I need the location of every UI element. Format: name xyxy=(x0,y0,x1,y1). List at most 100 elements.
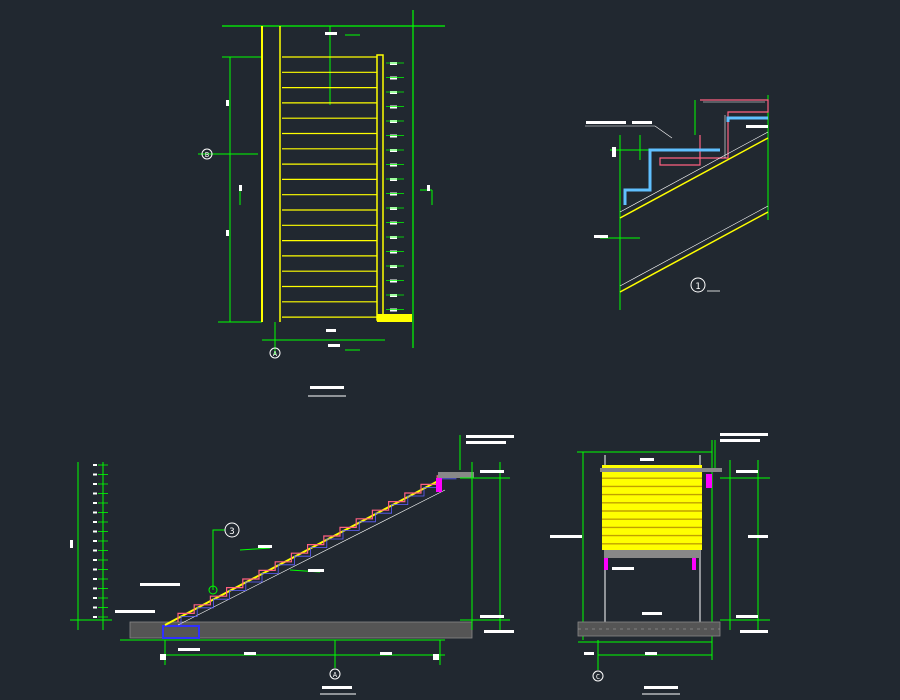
elevation-scale-tick-mark xyxy=(93,540,97,542)
section-dim-mark xyxy=(645,652,657,655)
section-dim-mark xyxy=(584,652,594,655)
section-note-mark xyxy=(720,439,760,442)
elevation-dim-mark xyxy=(70,540,73,548)
axis-label-b-plan: B xyxy=(205,151,209,159)
plan-dim-text-mark xyxy=(427,185,430,191)
elevation-note-mark xyxy=(466,435,514,438)
section-note-mark xyxy=(720,433,768,436)
elevation-scale-ticks xyxy=(93,464,108,618)
elevation-scale-tick-mark xyxy=(93,587,97,590)
elevation-scale-tick-mark xyxy=(93,473,97,476)
plan-balusters xyxy=(386,62,404,312)
elevation-note-mark xyxy=(484,630,514,633)
elevation-scale-tick-mark xyxy=(93,464,97,466)
elevation-note-mark xyxy=(308,569,324,572)
elevation-step-profile xyxy=(177,475,454,622)
elevation-scale-tick-mark xyxy=(93,616,97,618)
elevation-scale-tick-mark xyxy=(93,606,97,609)
plan-baluster-mark xyxy=(390,149,397,152)
elevation-step-profile-inner xyxy=(180,478,457,625)
detail-1-note-mark xyxy=(612,147,616,157)
axis-bubble-c-section: C xyxy=(592,670,604,682)
detail-1-note-mark xyxy=(746,125,768,128)
elevation-scale-tick-mark xyxy=(93,559,97,561)
section-note-mark xyxy=(642,612,662,615)
elevation-scale-tick-mark xyxy=(93,483,97,485)
section-top-support xyxy=(706,474,712,488)
section-note-mark xyxy=(612,567,634,570)
section-note-mark xyxy=(550,535,582,538)
elevation-title-mark xyxy=(322,686,352,689)
section-note-mark xyxy=(736,615,758,618)
plan-baluster-mark xyxy=(390,91,397,94)
elevation-note-mark xyxy=(480,615,504,618)
elevation-dim-mark xyxy=(244,652,256,655)
plan-baluster-mark xyxy=(390,178,397,181)
detail-1-note-mark xyxy=(632,121,652,124)
elevation-scale-tick-mark xyxy=(93,568,97,571)
elevation-scale-tick-mark xyxy=(93,530,97,533)
elevation-note-mark xyxy=(466,441,506,444)
detail-1-callout-label: 1 xyxy=(695,282,700,292)
axis-label-a-elevation: A xyxy=(333,671,338,679)
detail-1-callout-bubble: 1 xyxy=(690,277,720,293)
axis-bubble-a-elevation: A xyxy=(329,668,341,680)
section-lower-beam xyxy=(604,550,700,558)
elevation-scale-tick-mark xyxy=(93,502,97,504)
plan-baluster-mark xyxy=(390,294,397,297)
elevation-dim-mark xyxy=(433,654,439,660)
detail-3-callout-bubble: 3 xyxy=(224,522,240,538)
section-right-support xyxy=(692,558,696,570)
plan-baluster-mark xyxy=(390,76,397,80)
plan-baluster-mark xyxy=(390,120,397,123)
section-tread-gaps xyxy=(602,469,702,545)
plan-baluster-mark xyxy=(390,62,397,65)
elevation-scale-tick-mark xyxy=(93,521,97,523)
section-note-mark xyxy=(736,470,758,473)
elevation-scale-tick-mark xyxy=(93,549,97,552)
section-title-mark xyxy=(644,686,678,689)
elevation-scale-tick-mark xyxy=(93,578,97,580)
detail-3-callout-label: 3 xyxy=(229,527,234,537)
section-note-mark xyxy=(748,535,768,538)
elevation-scale-tick-mark xyxy=(93,511,97,514)
plan-baluster-mark xyxy=(390,134,397,138)
elevation-scale-tick-mark xyxy=(93,492,97,495)
elevation-dim-mark xyxy=(178,648,200,651)
axis-label-c-section: C xyxy=(596,673,600,681)
plan-baluster-mark xyxy=(390,250,397,254)
axis-bubble-a-plan: A xyxy=(269,347,281,359)
plan-baluster-mark xyxy=(390,265,397,268)
plan-dim-text-mark xyxy=(226,100,229,106)
plan-baluster-mark xyxy=(390,221,397,225)
detail-1-note-mark xyxy=(594,235,608,238)
axis-label-a-plan: A xyxy=(273,350,278,358)
plan-baluster-mark xyxy=(390,308,397,312)
axis-bubble-b-plan: B xyxy=(201,148,213,160)
elevation-note-mark xyxy=(115,610,155,613)
elevation-scale-tick-mark xyxy=(93,597,97,599)
elevation-note-mark xyxy=(140,583,180,586)
plan-dim-text-mark xyxy=(325,32,337,35)
stair-elevation-view: 3 A xyxy=(70,435,514,695)
section-note-mark xyxy=(740,630,768,633)
stair-plan-view: B A xyxy=(198,10,445,397)
plan-dim-text-mark xyxy=(239,185,242,191)
elevation-note-mark xyxy=(258,545,272,548)
section-top-beam xyxy=(600,468,722,472)
plan-dim-text-mark xyxy=(326,329,336,332)
plan-title-mark xyxy=(310,386,344,389)
top-landing xyxy=(438,472,474,478)
stair-section-view: C xyxy=(550,433,770,695)
detail-1-note-mark xyxy=(586,121,626,124)
plan-baluster-mark xyxy=(390,279,397,283)
section-note-mark xyxy=(640,458,654,461)
plan-dim-text-mark xyxy=(328,344,340,347)
plan-treads xyxy=(282,56,377,318)
elevation-dim-mark xyxy=(160,654,166,660)
foundation-block xyxy=(162,625,200,639)
plan-baluster-mark xyxy=(390,236,397,239)
plan-baluster-mark xyxy=(390,207,397,210)
plan-baluster-mark xyxy=(390,192,397,196)
top-support xyxy=(436,478,442,492)
